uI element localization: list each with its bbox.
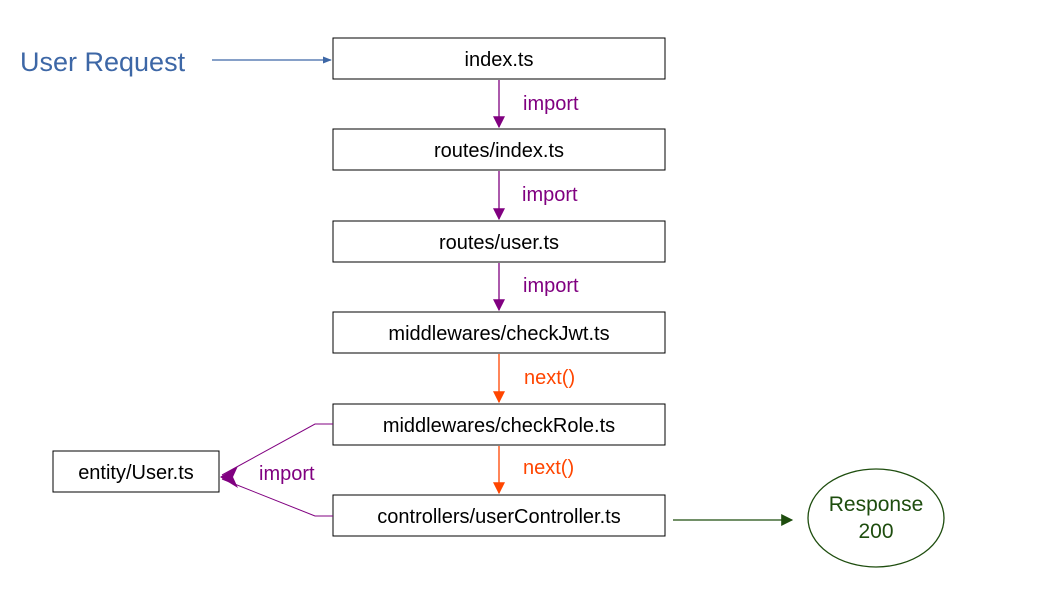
file-box-label: middlewares/checkJwt.ts [388, 323, 609, 345]
response-label: Response [829, 493, 924, 516]
user-request-label: User Request [20, 47, 186, 77]
file-box-label: index.ts [465, 49, 534, 71]
next-label: next() [524, 367, 575, 389]
file-box-label: routes/index.ts [434, 140, 564, 162]
entity-import-connector [221, 423, 333, 476]
file-box-label: routes/user.ts [439, 232, 559, 254]
file-box-label: middlewares/checkRole.ts [383, 415, 615, 437]
file-box-check-role: middlewares/checkRole.ts [332, 403, 666, 446]
response-node: Response 200 [807, 468, 945, 568]
file-box-index: index.ts [332, 37, 666, 80]
import-label: import [523, 275, 579, 297]
file-box-label: controllers/userController.ts [377, 506, 620, 528]
file-box-routes-index: routes/index.ts [332, 128, 666, 171]
entity-box: entity/User.ts [52, 450, 220, 493]
entity-import-connector [221, 478, 333, 517]
file-box-routes-user: routes/user.ts [332, 220, 666, 263]
file-box-check-jwt: middlewares/checkJwt.ts [332, 311, 666, 354]
response-code: 200 [858, 520, 893, 543]
entity-box-label: entity/User.ts [78, 462, 194, 484]
entity-import-label: import [259, 463, 315, 485]
next-label: next() [523, 457, 574, 479]
entity-import-arrowhead [220, 466, 238, 488]
file-box-user-controller: controllers/userController.ts [332, 494, 666, 537]
import-label: import [522, 184, 578, 206]
import-label: import [523, 93, 579, 115]
